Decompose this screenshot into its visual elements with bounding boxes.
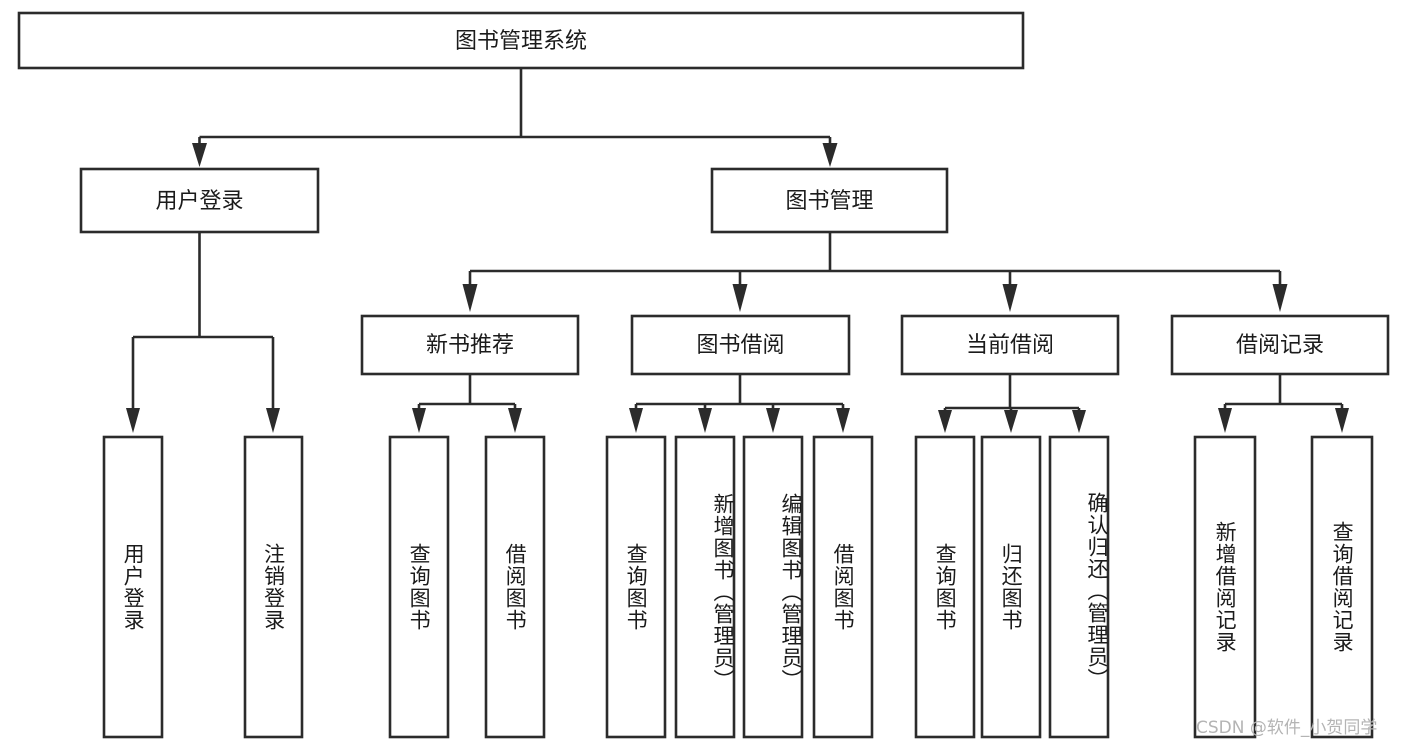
- arrowhead-user-login-leaf-2: [266, 408, 280, 433]
- arrowhead-bb-leaf-3: [766, 408, 780, 433]
- connector-group-borrow-record: [1218, 374, 1349, 433]
- node-box-borrow-record[interactable]: [1170, 314, 1390, 376]
- arrowhead-root-to-book-manage: [822, 143, 838, 167]
- arrowhead-user-login-leaf-1: [126, 408, 140, 433]
- node-label-user-login: 用户登录: [155, 189, 243, 214]
- node-box-leaf-user-login[interactable]: [102, 435, 164, 739]
- node-box-leaf-query-book-3[interactable]: [914, 435, 976, 739]
- arrowhead-br-leaf-2: [1335, 408, 1349, 433]
- arrowhead-cb-leaf-2: [1004, 410, 1018, 433]
- node-label-new-book-recommend: 新书推荐: [426, 333, 514, 358]
- arrowhead-cb-leaf-1: [938, 410, 952, 433]
- node-box-leaf-edit-book[interactable]: [742, 435, 804, 739]
- arrowhead-to-borrow-record: [1272, 284, 1288, 312]
- connector-group-book-borrow: [629, 374, 850, 433]
- connector-group-book-manage: [462, 232, 1288, 312]
- node-box-book-manage[interactable]: [710, 167, 949, 234]
- node-box-leaf-confirm-return[interactable]: [1048, 435, 1110, 739]
- node-box-leaf-query-book-1[interactable]: [388, 435, 450, 739]
- node-box-current-borrow[interactable]: [900, 314, 1120, 376]
- node-box-leaf-borrow-book-2[interactable]: [812, 435, 874, 739]
- node-label-current-borrow: 当前借阅: [966, 333, 1054, 358]
- arrowhead-nbr-leaf-2: [508, 408, 522, 433]
- watermark-text: CSDN @软件_小贺同学: [1196, 718, 1378, 738]
- arrowhead-bb-leaf-4: [836, 408, 850, 433]
- node-label-borrow-record: 借阅记录: [1236, 333, 1324, 358]
- arrowhead-cb-leaf-3: [1072, 410, 1086, 433]
- node-box-book-borrow[interactable]: [630, 314, 851, 376]
- node-box-root[interactable]: [17, 11, 1025, 70]
- node-label-book-manage: 图书管理: [785, 189, 873, 214]
- arrowhead-to-book-borrow: [732, 284, 748, 312]
- arrowhead-bb-leaf-2: [698, 408, 712, 433]
- arrowhead-nbr-leaf-1: [412, 408, 426, 433]
- node-label-root: 图书管理系统: [455, 29, 587, 54]
- node-box-new-book-recommend[interactable]: [360, 314, 580, 376]
- node-box-leaf-query-book-2[interactable]: [605, 435, 667, 739]
- node-box-leaf-add-book[interactable]: [674, 435, 736, 739]
- node-box-leaf-borrow-book-1[interactable]: [484, 435, 546, 739]
- arrowhead-bb-leaf-1: [629, 408, 643, 433]
- node-box-leaf-query-record[interactable]: [1310, 435, 1374, 739]
- arrowhead-to-new-book-recommend: [462, 284, 478, 312]
- connector-group-current-borrow: [938, 374, 1086, 433]
- node-box-leaf-add-record[interactable]: [1193, 435, 1257, 739]
- arrowhead-to-current-borrow: [1002, 284, 1018, 312]
- arrowhead-root-to-user-login: [192, 143, 207, 167]
- node-box-leaf-return-book[interactable]: [980, 435, 1042, 739]
- node-box-leaf-logout[interactable]: [243, 435, 304, 739]
- arrowhead-br-leaf-1: [1218, 408, 1232, 433]
- node-label-book-borrow: 图书借阅: [696, 333, 784, 358]
- connector-group-root: [192, 68, 838, 167]
- connector-group-user-login: [126, 232, 280, 433]
- connector-group-new-book-recommend: [412, 374, 522, 433]
- node-box-user-login[interactable]: [79, 167, 320, 234]
